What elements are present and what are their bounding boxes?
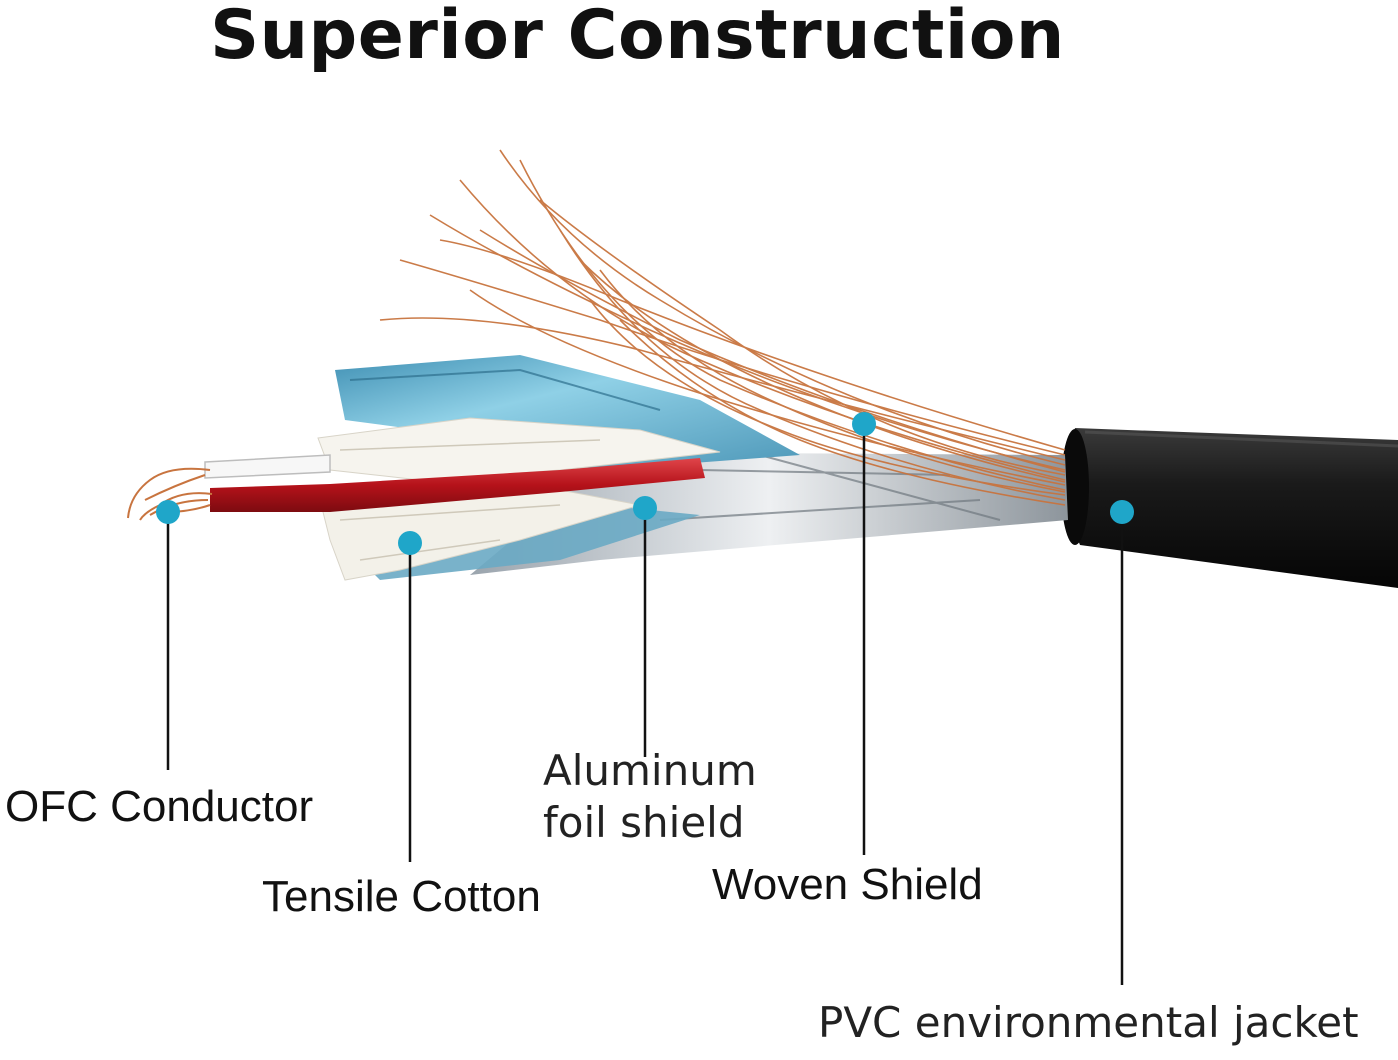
label-tensile-cotton: Tensile Cotton bbox=[262, 872, 541, 921]
marker-aluminum bbox=[633, 496, 657, 520]
marker-pvc bbox=[1110, 500, 1134, 524]
label-ofc-conductor: OFC Conductor bbox=[5, 782, 314, 831]
woven-shield-strands bbox=[379, 149, 1066, 506]
marker-ofc bbox=[156, 500, 180, 524]
marker-tensile bbox=[398, 531, 422, 555]
marker-woven bbox=[852, 412, 876, 436]
label-aluminum-line1: Aluminum bbox=[543, 746, 757, 795]
label-aluminum-line2: foil shield bbox=[543, 798, 745, 847]
label-woven-shield: Woven Shield bbox=[712, 860, 983, 909]
leader-lines bbox=[166, 424, 1124, 985]
page-title: Superior Construction bbox=[210, 0, 1065, 75]
label-pvc-jacket: PVC environmental jacket bbox=[818, 998, 1359, 1047]
label-aluminum-foil-shield: Aluminum foil shield bbox=[543, 745, 757, 849]
markers bbox=[156, 412, 1134, 555]
red-conductor bbox=[210, 458, 705, 512]
white-conductor bbox=[204, 454, 331, 479]
tensile-cotton-layer bbox=[317, 417, 721, 581]
pvc-jacket bbox=[1061, 428, 1398, 588]
